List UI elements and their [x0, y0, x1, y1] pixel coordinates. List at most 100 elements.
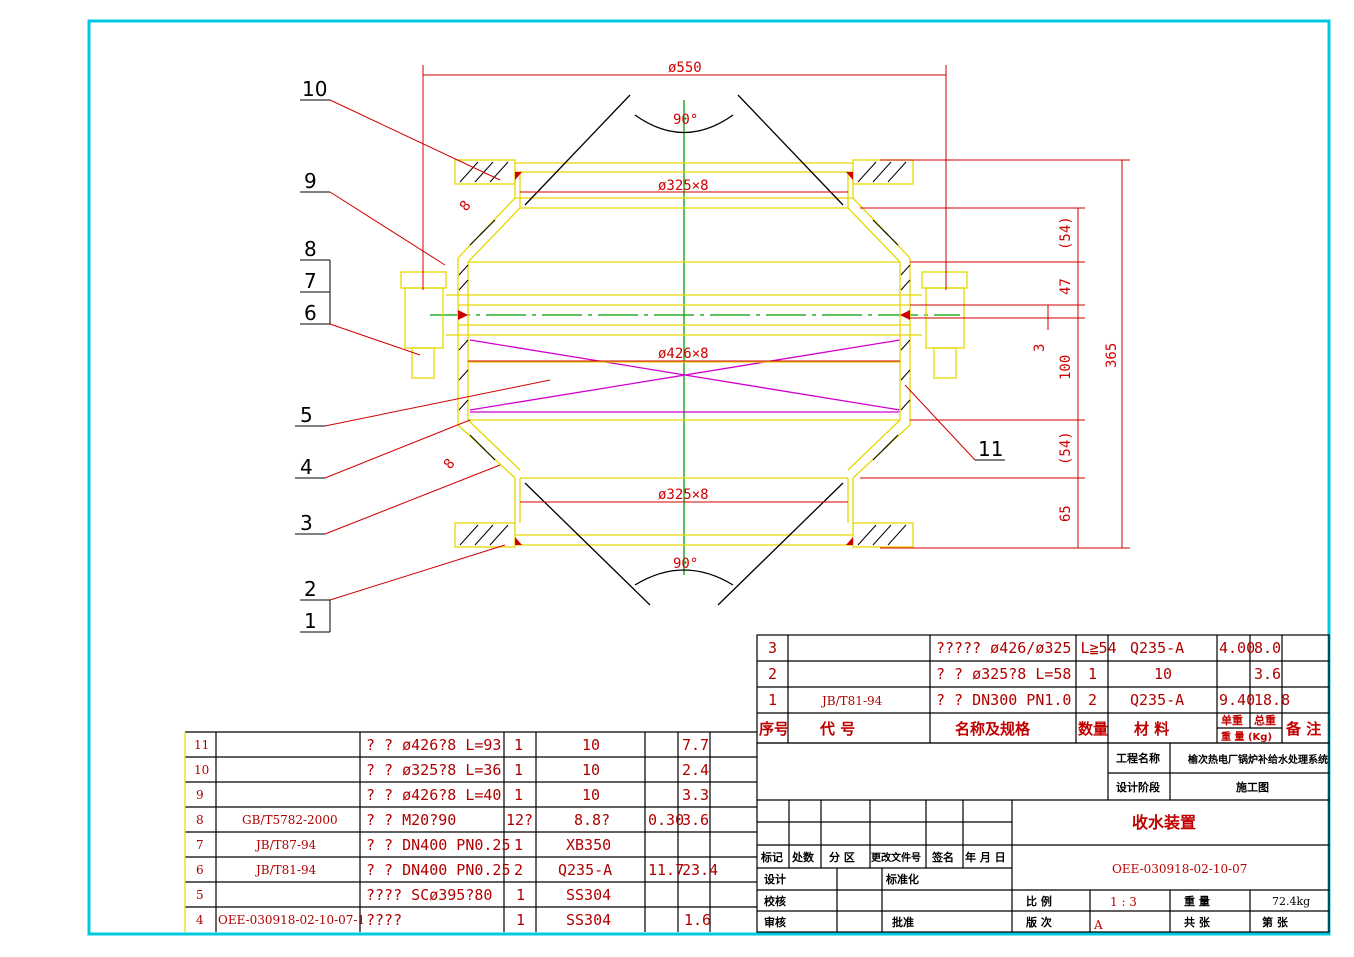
- dim-angle-top: 90°: [673, 112, 698, 128]
- leader-1: 1: [304, 609, 317, 633]
- right-row-no: 2: [768, 665, 777, 683]
- stage-label: 设计阶段: [1116, 780, 1160, 794]
- leader-8: 8: [304, 237, 317, 261]
- dim-angle-bottom: 90°: [673, 556, 698, 572]
- left-row-name: ? ? ø426?8 L=40: [366, 786, 501, 804]
- left-row-total-weight: 1.6: [684, 911, 711, 929]
- edition-value: A: [1093, 918, 1103, 932]
- sheet-number-label: 第 张: [1262, 915, 1289, 929]
- header-note: 备 注: [1285, 720, 1321, 738]
- edition-label: 版 次: [1026, 915, 1052, 929]
- right-row-no: 1: [768, 691, 777, 709]
- left-row-qty: 1: [516, 911, 525, 929]
- angle-arc-top: [634, 114, 734, 134]
- left-row-material: 10: [582, 736, 600, 754]
- right-row-material: Q235-A: [1130, 639, 1184, 657]
- leader-10: 10: [302, 77, 327, 101]
- sheet-frame: [87, 19, 1331, 936]
- dim-height-3: 3: [1032, 344, 1048, 352]
- total-sheets-label: 共 张: [1184, 915, 1211, 929]
- left-row-no: 7: [196, 838, 204, 852]
- left-row-name: ? ? DN400 PN0.25: [366, 836, 511, 854]
- diagonal-line: [469, 339, 901, 411]
- dim-diameter-325-top: ø325×8: [658, 178, 709, 194]
- stage-value: 施工图: [1236, 780, 1269, 794]
- weight-label: 重 量: [1184, 894, 1210, 908]
- left-row-unit-weight: 0.30: [648, 811, 684, 829]
- left-row-no: 6: [196, 863, 204, 877]
- drawing-number: OEE-030918-02-10-07: [1112, 862, 1247, 876]
- left-row-qty: 1: [514, 736, 523, 754]
- left-row-qty: 1: [514, 761, 523, 779]
- right-row-total-weight: 8.0: [1254, 639, 1281, 657]
- dim-height-365: 365: [1104, 343, 1120, 368]
- header-no: 序号: [759, 720, 789, 738]
- rev-header-date: 年 月 日: [965, 850, 1006, 864]
- rev-header-zone: 分 区: [829, 850, 855, 864]
- right-row-name: ? ? DN300 PN1.0: [936, 691, 1071, 709]
- left-row-qty: 1: [516, 886, 525, 904]
- angle-arc-bottom: [634, 569, 734, 586]
- dimension-lines: [422, 65, 1130, 549]
- leader-5: 5: [300, 403, 313, 427]
- right-row-qty: 2: [1088, 691, 1097, 709]
- leader-7: 7: [304, 269, 317, 293]
- left-row-qty: 1: [514, 836, 523, 854]
- dim-weld-top: 8: [457, 198, 475, 215]
- left-row-code: GB/T5782-2000: [242, 813, 338, 827]
- dim-diameter-550: ø550: [668, 60, 702, 76]
- left-row-total-weight: 7.7: [682, 736, 709, 754]
- dim-diameter-426: ø426×8: [658, 346, 709, 362]
- left-row-qty: 1: [514, 786, 523, 804]
- left-row-code: JB/T87-94: [254, 838, 317, 852]
- scale-value: 1 : 3: [1110, 895, 1137, 909]
- title-block: 工程名称 榆次热电厂锅炉补给水处理系统 设计阶段 施工图 收水装置 OEE-03…: [756, 742, 1330, 933]
- parts-table-left: [184, 731, 757, 932]
- rev-header-mark: 标记: [760, 850, 783, 864]
- drawing-title: 收水装置: [1132, 813, 1196, 832]
- rev-header-signature: 签名: [931, 850, 954, 864]
- left-row-no: 8: [196, 813, 204, 827]
- scale-label: 比 例: [1026, 894, 1052, 908]
- check-label: 校核: [764, 894, 786, 908]
- left-row-name: ???? SCø395?80: [366, 886, 492, 904]
- left-row-unit-weight: 11.7: [648, 861, 684, 879]
- review-label: 审核: [764, 915, 786, 929]
- left-row-code: JB/T81-94: [254, 863, 317, 877]
- assembly-drawing: [400, 94, 968, 606]
- header-material: 材 料: [1134, 720, 1169, 738]
- right-row-total-weight: 3.6: [1254, 665, 1281, 683]
- leader-2: 2: [304, 577, 317, 601]
- left-row-no: 11: [194, 738, 209, 752]
- right-row-material: Q235-A: [1130, 691, 1184, 709]
- section-hatching: [458, 161, 911, 546]
- dim-diameter-325-bottom: ø325×8: [658, 487, 709, 503]
- left-row-name: ? ? M20?90: [366, 811, 456, 829]
- right-row-unit-weight: 9.40: [1219, 691, 1255, 709]
- left-row-material: 10: [582, 761, 600, 779]
- left-row-qty: 12?: [506, 811, 533, 829]
- left-row-no: 10: [194, 763, 209, 777]
- header-qty: 数量: [1078, 720, 1108, 738]
- left-row-code: OEE-030918-02-10-07-1: [218, 913, 365, 927]
- left-row-qty: 2: [514, 861, 523, 879]
- left-row-name: ? ? DN400 PN0.25: [366, 861, 511, 879]
- project-value: 榆次热电厂锅炉补给水处理系统: [1188, 753, 1328, 766]
- left-row-no: 5: [196, 888, 204, 902]
- dim-height-65: 65: [1058, 505, 1074, 522]
- project-label: 工程名称: [1116, 751, 1160, 765]
- header-total-weight: 总重: [1254, 713, 1276, 727]
- left-row-total-weight: 3.3: [682, 786, 709, 804]
- left-row-no: 9: [196, 788, 204, 802]
- dim-height-54-bottom: (54): [1058, 431, 1074, 465]
- rev-header-change-doc: 更改文件号: [871, 851, 921, 864]
- dim-height-47: 47: [1058, 278, 1074, 295]
- right-row-material: 10: [1154, 665, 1172, 683]
- left-row-material: 10: [582, 786, 600, 804]
- left-row-name: ? ? ø325?8 L=36: [366, 761, 501, 779]
- weld-marks: [458, 172, 910, 545]
- parts-table-left-text: 11 ? ? ø426?8 L=93 1 10 7.7 10 ? ? ø325?…: [194, 736, 718, 929]
- header-unit-weight: 单重: [1221, 713, 1243, 727]
- left-row-total-weight: 3.6: [682, 811, 709, 829]
